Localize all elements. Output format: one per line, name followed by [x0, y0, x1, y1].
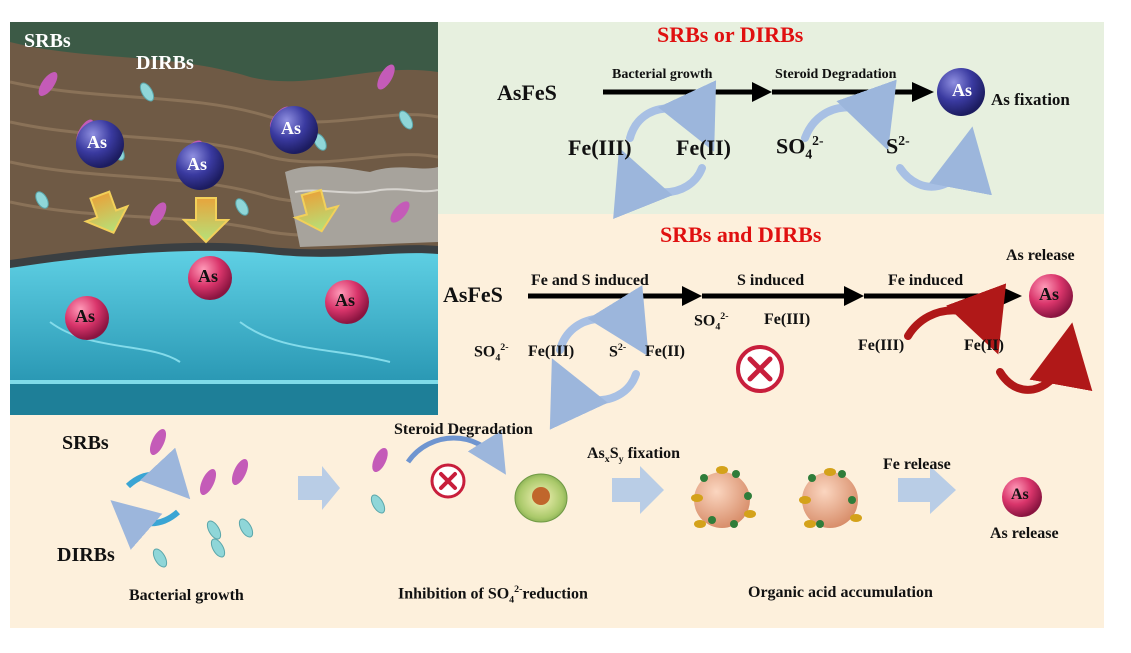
- caption-inhibition: Inhibition of SO42-reduction: [398, 584, 588, 606]
- bottom-asxsy-label: AsxSy fixation: [587, 445, 681, 466]
- bottom-inhibition-group: [370, 430, 568, 523]
- block-arrow-1: [298, 466, 340, 510]
- mid-fe3-left: Fe(III): [528, 343, 575, 360]
- caption-bacterial-growth: Bacterial growth: [129, 587, 244, 604]
- mid-sulfate-left: SO42-: [474, 342, 509, 364]
- scene-as-fixed-2: As: [187, 154, 208, 174]
- scene-dirbs-label: DIRBs: [136, 52, 194, 74]
- scene-as-fixed-3: As: [281, 118, 302, 138]
- top-step1-label: Bacterial growth: [612, 67, 713, 82]
- bottom-as-sphere-label: As: [1011, 486, 1029, 503]
- panel-mechanism-summary: [10, 415, 1104, 628]
- block-arrow-3: [898, 466, 956, 514]
- top-main-arrow: [603, 82, 934, 102]
- top-fe2: Fe(II): [676, 135, 731, 160]
- mid-step3-label: Fe induced: [888, 272, 964, 289]
- mid-fe2-left: Fe(II): [645, 343, 685, 360]
- bottom-dirbs-label: DIRBs: [57, 544, 115, 566]
- top-cycle-arrows: [613, 79, 992, 220]
- mid-panel-title: SRBs and DIRBs: [660, 222, 822, 247]
- top-as-sphere-label: As: [952, 80, 973, 100]
- top-reactant: AsFeS: [497, 80, 557, 105]
- mid-reactant: AsFeS: [443, 282, 503, 307]
- bottom-bacteria-left: [110, 429, 254, 568]
- mid-fe-cycle-arrows: [904, 283, 1093, 394]
- mid-step1-label: Fe and S induced: [531, 272, 649, 289]
- mid-release-label: As release: [1006, 247, 1075, 264]
- top-sulfate: SO42-: [776, 133, 824, 162]
- scene-as-released-2: As: [75, 306, 96, 326]
- top-product-label: As fixation: [991, 90, 1070, 109]
- mid-fe3-right: Fe(III): [858, 337, 905, 354]
- scene-srbs-label: SRBs: [24, 30, 71, 52]
- panel-srbs-or-dirbs: [438, 22, 1104, 214]
- mid-step2-label: S induced: [737, 272, 805, 289]
- mid-sulfate-center: SO42-: [694, 311, 729, 333]
- top-as-fixed-sphere: [937, 68, 985, 116]
- scene-as-released-1: As: [198, 266, 219, 286]
- nanoparticle-group: [691, 466, 862, 528]
- mid-as-sphere-label: As: [1039, 284, 1060, 304]
- scene-as-released-3: As: [335, 290, 356, 310]
- top-sulfide: S2-: [886, 133, 910, 159]
- mid-inhibition-x-icon: [736, 345, 784, 393]
- top-step2-label: Steroid Degradation: [775, 67, 897, 82]
- mid-as-release-sphere: [1029, 274, 1073, 318]
- top-fe3: Fe(III): [568, 135, 632, 160]
- mid-sulfide: S2-: [609, 342, 627, 361]
- bottom-srbs-label: SRBs: [62, 432, 109, 454]
- block-arrow-2: [612, 466, 664, 514]
- mid-cycle-arrows: [549, 285, 649, 430]
- bottom-as-release-label: As release: [990, 525, 1059, 542]
- scene-illustration: [10, 22, 438, 415]
- bottom-as-release-sphere: [1002, 477, 1042, 517]
- mid-fe3-center: Fe(III): [764, 311, 811, 328]
- bottom-fe-release-label: Fe release: [883, 456, 951, 473]
- caption-organic-acid: Organic acid accumulation: [748, 584, 933, 601]
- sediment-water-scene: SRBs DIRBs As As As As As As: [10, 22, 438, 415]
- mid-fe2-right: Fe(II): [964, 337, 1004, 354]
- scene-as-fixed-1: As: [87, 132, 108, 152]
- bottom-steroid-label: Steroid Degradation: [394, 421, 533, 438]
- top-panel-title: SRBs or DIRBs: [657, 22, 804, 47]
